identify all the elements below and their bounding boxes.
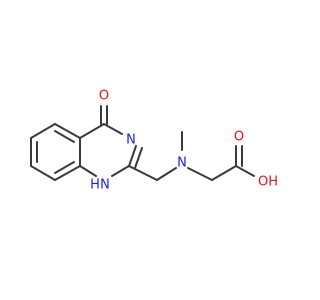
double-bond-inner <box>54 161 75 174</box>
bond <box>187 167 213 181</box>
bond <box>111 165 130 177</box>
double-bond-inner <box>54 130 75 143</box>
atom-labels: O N H N N O OH <box>90 89 278 193</box>
bond <box>128 165 158 181</box>
bond <box>128 145 137 167</box>
bond <box>30 165 56 181</box>
hydroxyl-label: OH <box>258 175 278 190</box>
bond <box>156 167 177 181</box>
bond <box>54 165 81 181</box>
oxygen-acid-carbonyl-label: O <box>234 130 244 145</box>
bond <box>235 165 255 177</box>
bond <box>103 123 123 135</box>
nh-nitrogen-label: N <box>100 178 110 193</box>
bond <box>79 123 105 139</box>
nitrogen-amine-label: N <box>177 156 187 171</box>
benzene-ring <box>30 123 81 181</box>
bond <box>54 123 81 139</box>
bond <box>211 165 237 181</box>
molecule-canvas: O N H N N O OH <box>30 88 279 193</box>
pyrimidinone-ring <box>79 105 143 177</box>
double-bond <box>134 147 143 169</box>
oxygen-carbonyl-label: O <box>99 89 109 104</box>
side-chain <box>128 131 255 181</box>
nh-hydrogen-label: H <box>90 178 100 193</box>
structure-diagram: O N H N N O OH <box>30 89 278 193</box>
nitrogen-ring-label: N <box>126 133 136 148</box>
bond <box>30 123 56 139</box>
bond <box>79 165 97 177</box>
